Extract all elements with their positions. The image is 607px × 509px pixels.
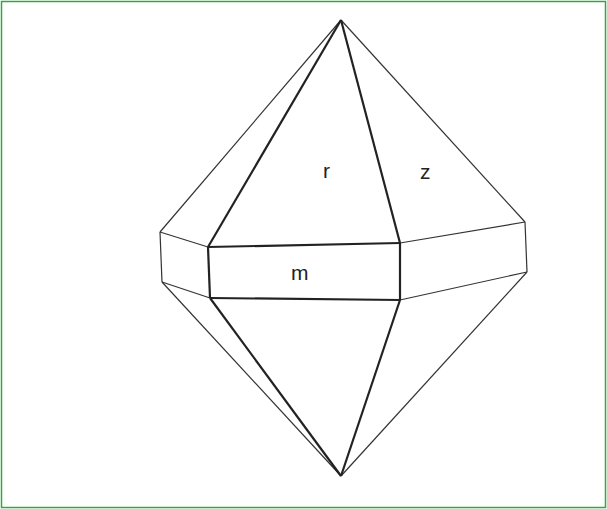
face-label: r: [323, 160, 330, 181]
front-face-edges: [208, 20, 400, 476]
crystal-outline: [160, 20, 527, 476]
face-label: m: [291, 262, 309, 283]
face-label: z: [420, 161, 431, 182]
